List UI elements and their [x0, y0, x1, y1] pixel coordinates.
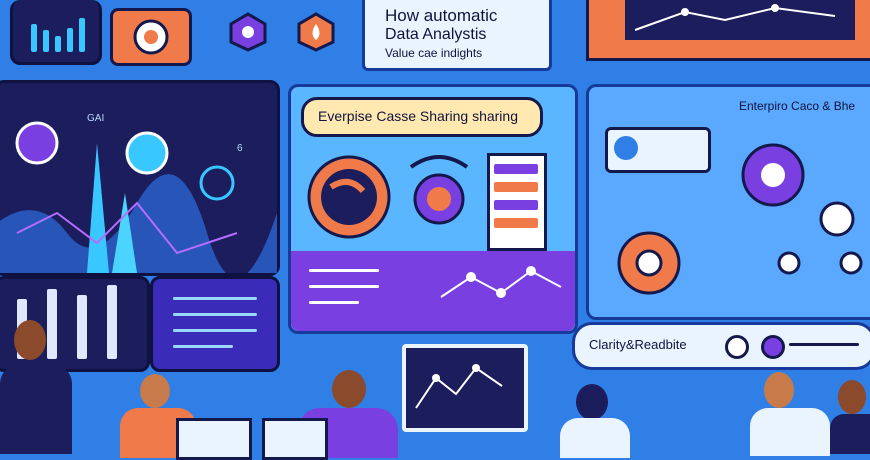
person-far-right — [750, 372, 830, 456]
center-title: Everpise Casse Sharing sharing — [318, 108, 518, 124]
list-line — [173, 297, 257, 300]
headline-line3: Value cae indights — [385, 46, 483, 60]
band-line — [309, 285, 379, 288]
toggle-dot-icon[interactable] — [761, 335, 785, 359]
stack-bar — [494, 200, 538, 210]
avatar-icon — [614, 136, 638, 160]
headline-line1: How automatic — [385, 6, 498, 25]
person-edge-right — [830, 380, 870, 454]
list-line — [173, 345, 233, 348]
monitor — [402, 344, 528, 432]
headline-line2: Data Analystis — [385, 26, 487, 43]
mini-bar — [43, 30, 49, 52]
mini-bar — [55, 36, 61, 52]
body — [750, 408, 830, 456]
dashboard-tag: 6 — [237, 143, 243, 154]
headline-card: How automatic Data Analystis Value cae i… — [362, 0, 552, 71]
bar — [77, 295, 87, 359]
stack-bar — [494, 218, 538, 228]
person-right — [560, 384, 630, 458]
slider-track[interactable] — [789, 343, 859, 346]
list-line — [173, 313, 257, 316]
drop-hexagon-icon — [296, 12, 336, 57]
toggle-dot-icon[interactable] — [725, 335, 749, 359]
band-line — [309, 269, 379, 272]
head — [764, 372, 794, 408]
chart-window — [625, 0, 855, 40]
stack-bar — [494, 182, 538, 192]
clarity-bar: Clarity&Readbite — [572, 322, 870, 370]
laptop — [176, 418, 252, 460]
head — [140, 374, 170, 408]
mini-bar — [79, 18, 85, 52]
head — [14, 320, 46, 360]
center-panel: Everpise Casse Sharing sharing — [288, 84, 578, 334]
head — [332, 370, 366, 408]
clarity-label: Clarity&Readbite — [589, 337, 687, 352]
body — [830, 414, 870, 454]
profile-card — [605, 127, 711, 173]
head — [838, 380, 866, 414]
hexagon-icon — [228, 12, 268, 57]
list-line — [173, 329, 257, 332]
laptop — [262, 418, 328, 460]
top-right-chart — [586, 0, 870, 61]
center-stack-card — [487, 153, 547, 251]
top-left-chart-card — [10, 0, 102, 65]
body — [560, 418, 630, 458]
left-list-card — [150, 276, 280, 372]
left-dashboard: GAI 6 — [0, 80, 280, 276]
mini-bar — [67, 28, 73, 52]
mini-bar — [31, 24, 37, 52]
bar — [107, 285, 117, 359]
body — [0, 364, 72, 454]
stack-bar — [494, 164, 538, 174]
band-line — [309, 301, 359, 304]
dashboard-tag: GAI — [87, 113, 105, 124]
right-panel: Enterpiro Caco & Bhe — [586, 84, 870, 320]
center-bottom-band — [291, 251, 575, 331]
gear-badge-icon — [110, 8, 192, 66]
person-left — [0, 320, 72, 454]
head — [576, 384, 608, 420]
right-title: Enterpiro Caco & Bhe — [739, 99, 856, 113]
bar — [47, 289, 57, 359]
center-title-pill: Everpise Casse Sharing sharing — [301, 97, 543, 137]
